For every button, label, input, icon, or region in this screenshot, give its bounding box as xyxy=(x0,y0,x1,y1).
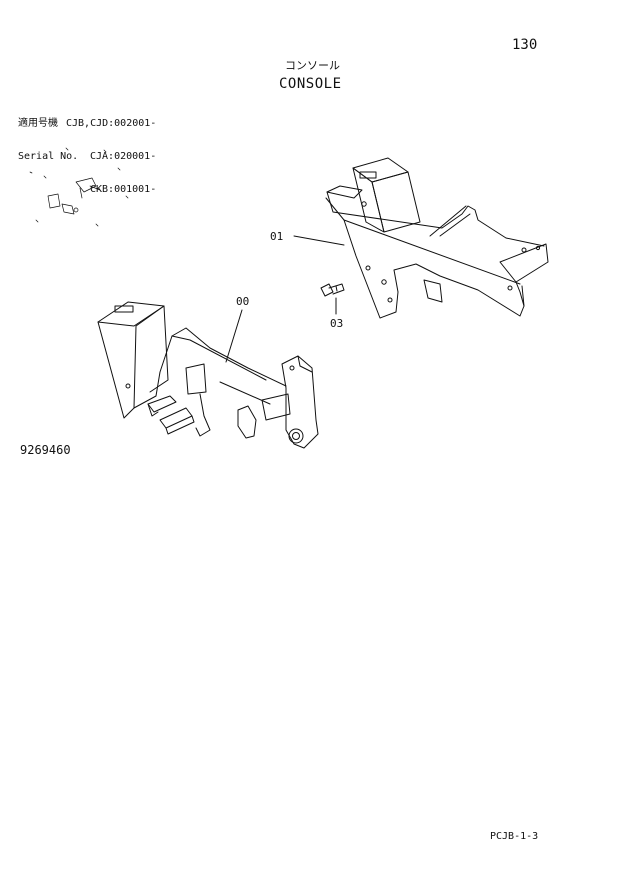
console-frame-00 xyxy=(97,301,319,449)
serial-label-jp: 適用号機 xyxy=(18,118,58,129)
bolt-03 xyxy=(320,283,345,297)
console-bracket-01 xyxy=(325,157,549,319)
page-title: CONSOLE xyxy=(279,76,342,92)
callout-01: 01 xyxy=(270,230,283,243)
locator-thumbnail xyxy=(29,147,129,227)
serial-range: CJA:020001- xyxy=(90,151,157,162)
page-code: PCJB-1-3 xyxy=(490,831,539,842)
serial-range: CKB:001001- xyxy=(90,184,157,195)
leader-line-01 xyxy=(293,235,345,246)
leader-line-00 xyxy=(225,309,243,363)
title-japanese: コンソール xyxy=(285,59,340,72)
drawing-number: 9269460 xyxy=(20,443,71,457)
callout-00: 00 xyxy=(236,295,249,308)
page-number: 130 xyxy=(512,37,538,53)
serial-applicability: 適用号機 CJB,CJD:002001- Serial No. CJA:0200… xyxy=(18,96,156,206)
serial-range: CJB,CJD:002001- xyxy=(66,118,157,129)
callout-03: 03 xyxy=(330,317,343,330)
